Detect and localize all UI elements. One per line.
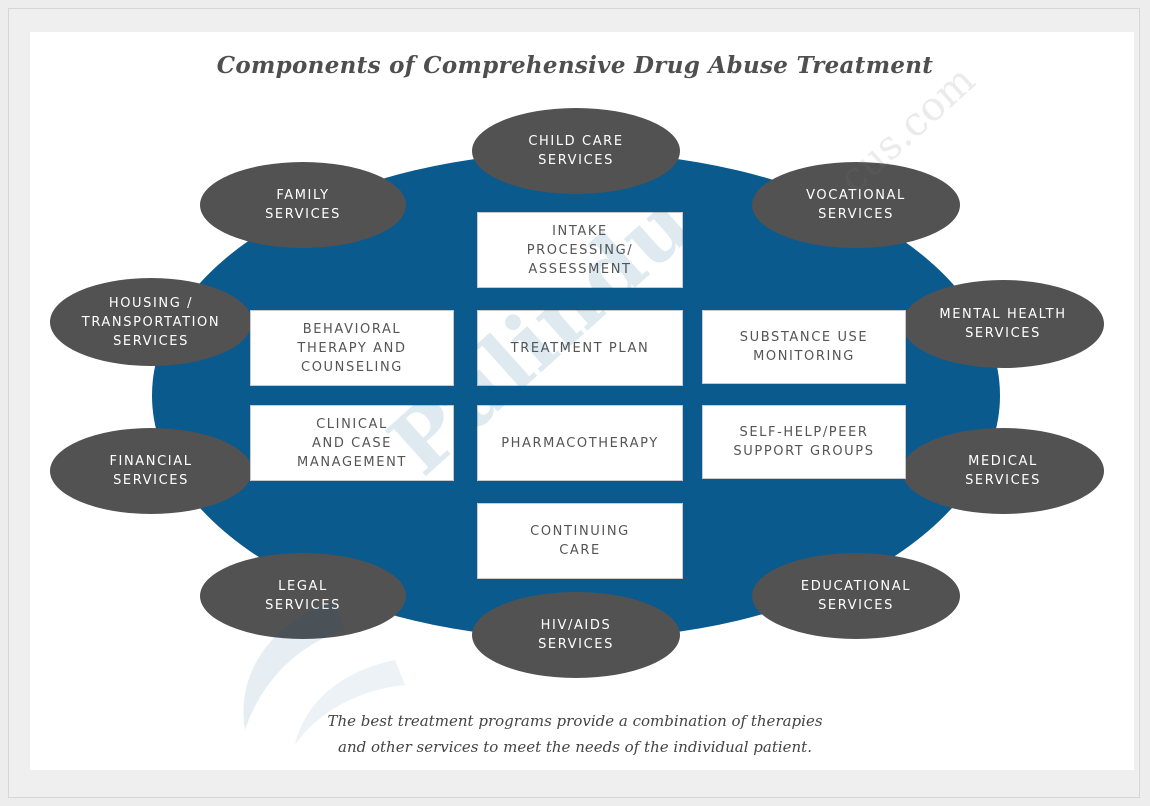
service-medical: Medical Services — [902, 428, 1104, 514]
service-line: Services — [818, 598, 894, 613]
component-line: Care — [559, 543, 601, 558]
service-family: Family Services — [200, 162, 406, 248]
service-line: Medical — [968, 454, 1038, 469]
component-line: and Case — [312, 435, 392, 451]
service-line: Legal — [278, 579, 328, 594]
component-substance-use-monitoring: Substance Use Monitoring — [702, 310, 906, 384]
component-line: Counseling — [301, 359, 403, 375]
caption-line: The best treatment programs provide a co… — [327, 712, 823, 730]
service-line: Child Care — [528, 134, 624, 149]
service-line: Services — [965, 326, 1041, 341]
component-self-help-peer-support: Self-Help/Peer Support Groups — [702, 405, 906, 479]
component-line: Processing/ — [526, 242, 634, 258]
service-line: Services — [818, 207, 894, 222]
component-line: Continuing — [530, 524, 630, 539]
service-line: Vocational — [806, 188, 906, 203]
service-child-care: Child Care Services — [472, 108, 680, 194]
service-line: Services — [538, 637, 614, 652]
component-continuing-care: Continuing Care — [477, 503, 683, 579]
service-line: Services — [265, 598, 341, 613]
component-intake-assessment: Intake Processing/ Assessment — [477, 212, 683, 288]
service-line: Services — [965, 473, 1041, 488]
component-line: Therapy and — [297, 340, 407, 356]
component-line: Treatment Plan — [510, 340, 650, 356]
service-line: Services — [113, 473, 189, 488]
component-line: Support Groups — [733, 444, 875, 459]
service-line: Housing / — [108, 295, 194, 311]
component-clinical-case-management: Clinical and Case Management — [250, 405, 454, 481]
diagram-title: Components of Comprehensive Drug Abuse T… — [216, 52, 934, 79]
service-educational: Educational Services — [752, 553, 960, 639]
service-hiv-aids: HIV/AIDS Services — [472, 592, 680, 678]
component-line: Clinical — [316, 416, 388, 432]
component-line: Pharmacotherapy — [501, 435, 659, 451]
service-vocational: Vocational Services — [752, 162, 960, 248]
service-line: Financial — [109, 454, 193, 469]
component-line: Monitoring — [753, 349, 855, 364]
service-financial: Financial Services — [50, 428, 252, 514]
component-line: Behavioral — [302, 321, 402, 337]
service-housing-transportation: Housing / Transportation Services — [50, 278, 252, 366]
service-line: HIV/AIDS — [540, 618, 612, 633]
component-line: Substance Use — [739, 330, 869, 345]
component-behavioral-therapy: Behavioral Therapy and Counseling — [250, 310, 454, 386]
service-legal: Legal Services — [200, 553, 406, 639]
component-line: Assessment — [528, 261, 632, 277]
service-line: Transportation — [81, 314, 221, 330]
component-line: Self-Help/Peer — [739, 425, 869, 440]
service-line: Services — [538, 153, 614, 168]
component-line: Management — [297, 454, 407, 470]
service-line: Family — [276, 188, 330, 203]
service-line: Mental Health — [939, 307, 1067, 322]
service-line: Services — [265, 207, 341, 222]
service-mental-health: Mental Health Services — [902, 280, 1104, 368]
component-pharmacotherapy: Pharmacotherapy — [477, 405, 683, 481]
component-line: Intake — [552, 223, 608, 239]
component-treatment-plan: Treatment Plan — [477, 310, 683, 386]
service-line: Educational — [800, 579, 912, 594]
service-line: Services — [113, 333, 189, 349]
caption-line: and other services to meet the needs of … — [338, 738, 812, 756]
